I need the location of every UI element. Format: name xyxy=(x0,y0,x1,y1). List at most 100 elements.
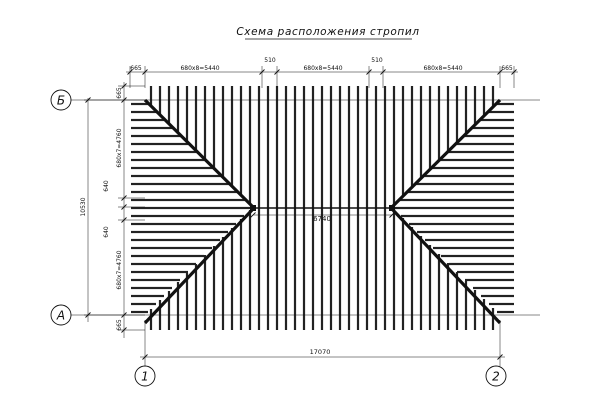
jack-rafter xyxy=(248,210,252,330)
ridge-dimension: 6740 xyxy=(250,212,395,223)
hip-end-jack-rafter-left xyxy=(131,294,164,298)
jack-rafter xyxy=(401,218,405,330)
jack-rafter xyxy=(230,86,234,187)
bottom-dimension: 17070 xyxy=(140,348,505,360)
hip-end-jack-rafter-left xyxy=(131,302,156,306)
dim-left-span-top: 680x7=4760 xyxy=(116,128,123,167)
hip-end-jack-rafter-right xyxy=(457,270,514,274)
jack-rafter xyxy=(203,255,207,330)
dim-left-span-bottom: 680x7=4760 xyxy=(116,250,123,289)
hip-end-jack-rafter-left xyxy=(131,118,165,122)
dim-left-mid-top: 640 xyxy=(103,180,110,192)
hip-end-jack-rafter-right xyxy=(489,302,514,306)
top-dim-ticks xyxy=(127,69,517,75)
hip-end-jack-rafter-left xyxy=(131,254,204,258)
axis-marker-2: 2 xyxy=(485,365,507,387)
jack-rafter xyxy=(221,86,225,178)
hip-end-jack-rafter-left xyxy=(131,190,237,194)
hip-end-jack-rafter-left xyxy=(131,222,236,226)
jack-rafter xyxy=(410,86,414,188)
hip-end-jack-rafter-left xyxy=(131,206,252,210)
dim-bottom-overall: 17070 xyxy=(310,348,331,356)
dim-top-gap-left: 510 xyxy=(264,57,276,64)
jack-rafter xyxy=(482,299,486,330)
hip-end-jack-rafter-right xyxy=(496,102,514,106)
axis-marker-a: А xyxy=(50,304,72,326)
hip-end-jack-rafter-left xyxy=(131,134,181,138)
jack-rafter xyxy=(401,86,405,197)
hip-end-jack-rafter-left xyxy=(131,278,180,282)
axis-lines xyxy=(70,99,540,366)
axis-marker-1: 1 xyxy=(134,365,156,387)
dim-ridge-length: 6740 xyxy=(313,215,331,223)
axis-label-2: 2 xyxy=(492,370,500,384)
hip-end-jack-rafter-right xyxy=(441,254,514,258)
hip-end-jack-rafter-left xyxy=(131,310,148,314)
top-dimension-chain: 665 680x8=5440 510 680x8=5440 510 680x8=… xyxy=(126,57,518,88)
jack-rafter xyxy=(482,86,486,116)
jack-rafter xyxy=(185,86,189,142)
dim-left-overall: 10530 xyxy=(80,197,87,216)
axis-label-1: 1 xyxy=(141,370,149,384)
hip-end-jack-rafter-right xyxy=(473,286,514,290)
ridge-node-right xyxy=(389,205,395,211)
jack-rafter xyxy=(248,86,252,205)
hip-end-jack-rafter-right xyxy=(408,190,514,194)
jack-rafter xyxy=(167,86,171,124)
jack-rafter xyxy=(212,246,216,330)
hip-end-jack-rafter-right xyxy=(497,310,514,314)
jack-rafter xyxy=(392,209,396,330)
dim-top-span-middle: 680x8=5440 xyxy=(303,65,342,72)
hip-ridge-structure xyxy=(143,98,502,325)
ridge-node-left xyxy=(250,205,256,211)
hip-end-jack-rafter-right xyxy=(417,230,514,234)
jack-rafter xyxy=(212,86,216,169)
hip-end-jack-rafter-right xyxy=(440,158,514,162)
hip-end-jack-rafter-right xyxy=(465,278,514,282)
dim-top-end-left: 665 xyxy=(130,65,142,72)
hip-end-jack-rafter-right xyxy=(433,246,514,250)
jack-rafter xyxy=(446,263,450,330)
hip-rafter-bottom-right xyxy=(390,207,502,325)
left-dim-ticks xyxy=(85,83,127,333)
jack-rafter xyxy=(230,228,234,330)
hip-end-jack-rafter-right xyxy=(409,222,514,226)
hip-end-jack-rafter-left xyxy=(131,214,244,218)
jack-rafter xyxy=(239,86,243,196)
hip-end-jack-rafter-left xyxy=(131,142,189,146)
hip-end-jack-rafter-left xyxy=(131,246,212,250)
dim-top-end-right: 665 xyxy=(501,65,513,72)
hip-end-jack-rafter-left xyxy=(131,262,196,266)
jack-rafter xyxy=(158,86,162,115)
jack-rafter xyxy=(437,86,441,161)
hip-end-jack-rafter-left xyxy=(131,174,221,178)
top-dim-extension-lines xyxy=(129,66,515,88)
hip-end-jack-rafter-right xyxy=(481,294,514,298)
jack-rafter xyxy=(239,219,243,330)
jack-rafter xyxy=(176,282,180,330)
left-dimension-chain: 10530 665 680x7=4760 640 640 680x7=4760 … xyxy=(80,82,145,338)
hip-end-jack-rafter-left xyxy=(131,270,188,274)
jack-rafter xyxy=(464,86,468,134)
jack-rafter xyxy=(176,86,180,133)
hip-end-jack-rafter-left xyxy=(131,102,149,106)
hip-end-jack-rafter-right xyxy=(393,206,514,210)
jack-rafter xyxy=(185,273,189,330)
left-dim-extension-lines xyxy=(84,85,145,331)
jack-rafter xyxy=(194,264,198,330)
hip-end-jack-rafter-right xyxy=(401,214,514,218)
jack-rafter xyxy=(419,236,423,330)
jack-rafter xyxy=(473,290,477,330)
axis-marker-b: Б xyxy=(50,89,72,111)
hip-end-jack-rafter-left xyxy=(131,150,197,154)
axis-label-a: А xyxy=(56,309,65,323)
jack-rafter xyxy=(464,281,468,330)
hip-end-jack-rafter-right xyxy=(432,166,514,170)
hip-end-jack-rafter-right xyxy=(449,262,514,266)
hip-rafter-top-right xyxy=(390,98,502,209)
jack-rafter xyxy=(194,86,198,151)
dim-top-span-left: 680x8=5440 xyxy=(180,65,219,72)
jack-rafter xyxy=(473,86,477,125)
hip-end-jack-rafter-left xyxy=(131,126,173,130)
